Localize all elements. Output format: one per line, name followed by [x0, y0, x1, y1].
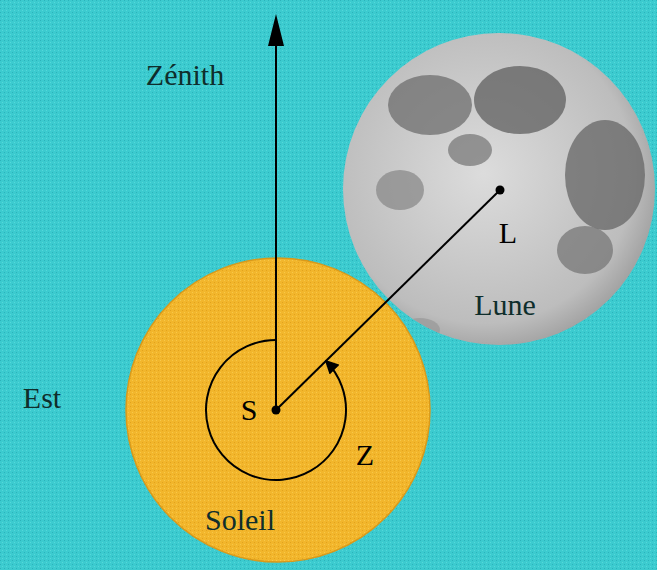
direction-label: Est	[23, 383, 61, 413]
moon-mare	[400, 318, 440, 342]
direction-label: Zénith	[146, 60, 224, 90]
moon-center-dot	[496, 186, 505, 195]
moon-mare	[557, 226, 613, 274]
moon-mare	[388, 75, 472, 135]
sun-shape	[126, 258, 430, 562]
body-name: Lune	[474, 290, 536, 320]
body-name: Soleil	[205, 505, 275, 535]
sun-center-dot	[272, 406, 281, 415]
angle-label: Z	[356, 440, 374, 470]
moon-maria	[376, 66, 645, 342]
moon-mare	[474, 66, 566, 134]
zenith-arrowhead	[268, 14, 284, 46]
point-letter: L	[499, 218, 517, 248]
point-letter: S	[241, 395, 258, 425]
moon-mare	[565, 120, 645, 230]
zenith-axis	[275, 44, 277, 410]
moon-mare	[448, 134, 492, 166]
moon-shape	[343, 33, 655, 345]
moon-mare	[376, 170, 424, 210]
